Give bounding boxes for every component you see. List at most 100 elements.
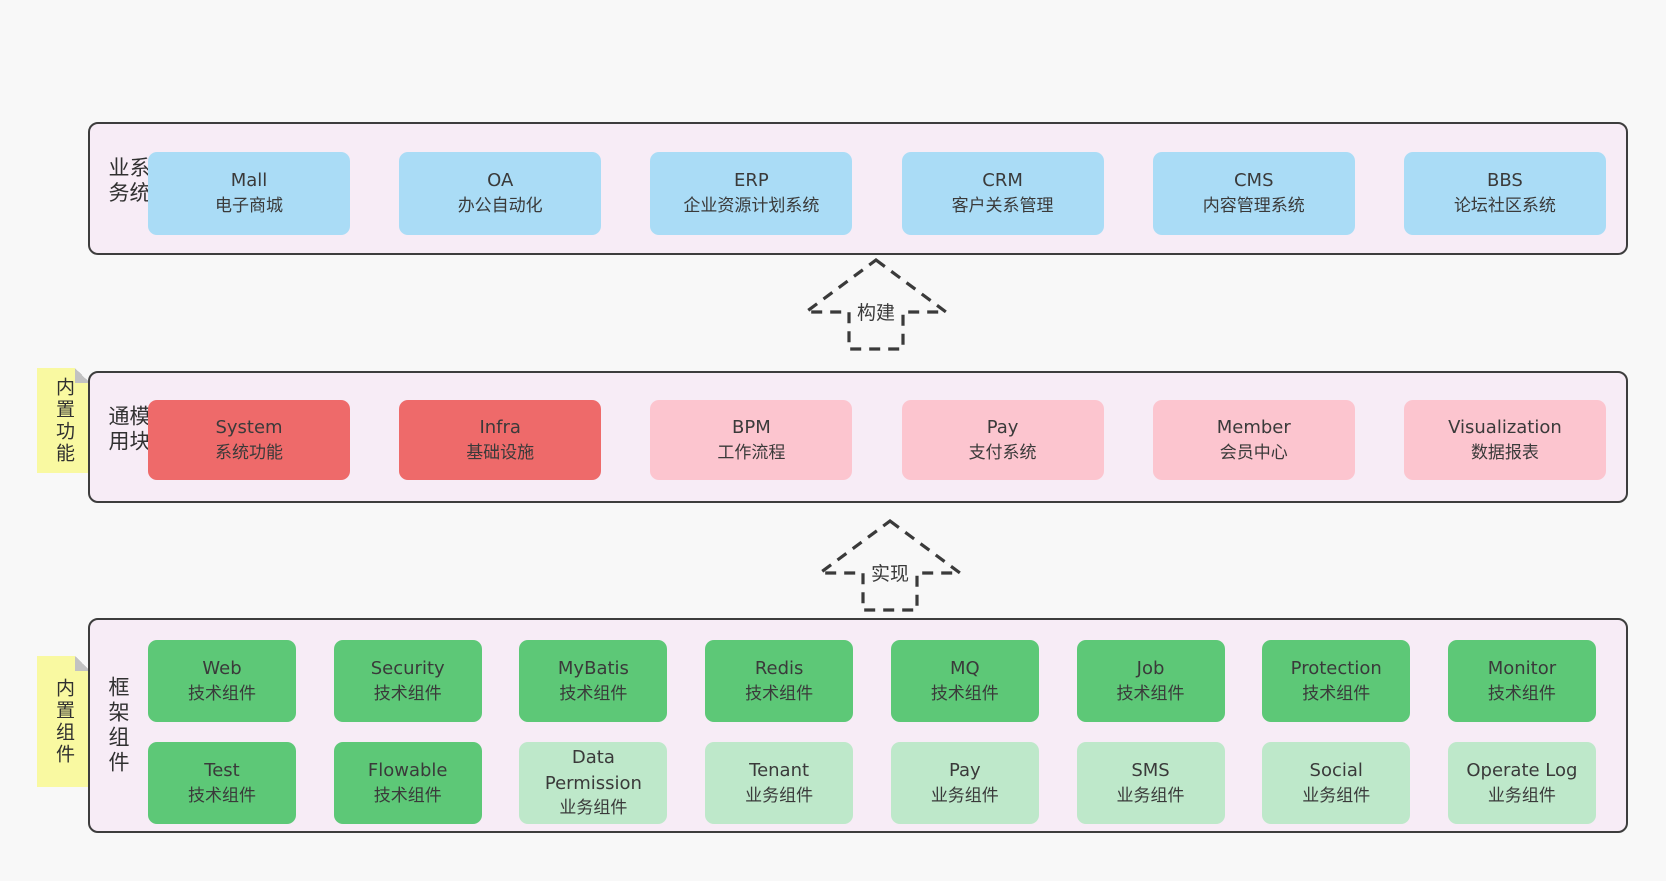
box-tenant: Tenant 业务组件 (705, 742, 854, 824)
box-test: Test 技术组件 (148, 742, 296, 824)
box-pay-module: Pay 支付系统 (901, 400, 1104, 480)
box-title: MQ (949, 658, 980, 680)
arrow-build-label: 构建 (852, 297, 900, 326)
box-title: Monitor (1487, 658, 1557, 680)
box-title: CMS (1233, 170, 1274, 192)
layer-framework-components: 框架组件 Web 技术组件 Security 技术组件 MyBatis 技术组件… (88, 618, 1628, 833)
box-member: Member 会员中心 (1152, 400, 1355, 480)
box-title: MyBatis (557, 658, 629, 680)
sticky-note-label: 内置功能 (53, 376, 75, 465)
layer-common-modules: 通用模块 System 系统功能 Infra 基础设施 BPM 工作流程 Pay… (88, 371, 1628, 503)
box-title: System (215, 416, 283, 438)
box-oa: OA 办公自动化 (399, 152, 602, 235)
layer-label-common-modules: 通用模块 (106, 405, 151, 455)
box-title: Redis (754, 658, 804, 680)
box-subtitle: 内容管理系统 (1202, 196, 1305, 217)
box-infra: Infra 基础设施 (399, 400, 602, 480)
box-job: Job 技术组件 (1076, 640, 1225, 722)
box-subtitle: 数据报表 (1470, 442, 1539, 463)
box-title: Pay (986, 416, 1019, 438)
box-subtitle: 基础设施 (466, 442, 535, 463)
box-title: Member (1216, 416, 1291, 438)
box-cms: CMS 内容管理系统 (1152, 152, 1355, 235)
sticky-note-built-in-components: 内置组件 (37, 656, 90, 787)
framework-components-row-1: Web 技术组件 Security 技术组件 MyBatis 技术组件 Redi… (148, 640, 1596, 722)
box-subtitle: 业务组件 (1487, 785, 1556, 806)
box-subtitle: 业务组件 (559, 798, 628, 819)
box-sms: SMS 业务组件 (1076, 742, 1225, 824)
box-subtitle: 客户关系管理 (951, 196, 1054, 217)
box-subtitle: 电子商城 (215, 196, 283, 217)
box-pay-component: Pay 业务组件 (890, 742, 1039, 824)
layer-label-business-systems: 业务系统 (106, 156, 151, 207)
box-title: Pay (948, 760, 981, 782)
dashed-up-arrow-icon (801, 258, 951, 351)
box-mq: MQ 技术组件 (890, 640, 1039, 722)
arrow-build: 构建 (801, 257, 951, 352)
box-crm: CRM 客户关系管理 (901, 152, 1104, 235)
box-subtitle: 技术组件 (745, 683, 814, 704)
box-title: Visualization (1448, 416, 1562, 438)
box-monitor: Monitor 技术组件 (1447, 640, 1596, 722)
box-mall: Mall 电子商城 (148, 152, 350, 235)
layer-label-framework-components: 框架组件 (106, 675, 130, 776)
box-mybatis: MyBatis 技术组件 (519, 640, 668, 722)
box-subtitle: 企业资源计划系统 (683, 196, 820, 217)
box-subtitle: 业务组件 (745, 785, 814, 806)
box-subtitle: 工作流程 (717, 442, 786, 463)
box-subtitle: 技术组件 (188, 785, 256, 806)
box-title: Web (202, 658, 242, 680)
box-protection: Protection 技术组件 (1262, 640, 1411, 722)
box-subtitle: 技术组件 (1302, 683, 1371, 704)
framework-components-row-2: Test 技术组件 Flowable 技术组件 Data Permission … (148, 742, 1596, 824)
folded-corner-icon (75, 368, 90, 383)
arrow-implement: 实现 (815, 518, 965, 613)
box-subtitle: 技术组件 (188, 683, 256, 704)
layer-business-systems: 业务系统 Mall 电子商城 OA 办公自动化 ERP 企业资源计划系统 CRM… (88, 122, 1628, 255)
box-flowable: Flowable 技术组件 (333, 742, 482, 824)
common-modules-row: System 系统功能 Infra 基础设施 BPM 工作流程 Pay 支付系统… (148, 400, 1606, 480)
box-subtitle: 会员中心 (1219, 442, 1288, 463)
box-subtitle: 论坛社区系统 (1453, 196, 1556, 217)
box-security: Security 技术组件 (333, 640, 482, 722)
folded-corner-icon (75, 656, 90, 671)
box-title: Operate Log (1466, 760, 1578, 782)
box-subtitle: 技术组件 (373, 785, 442, 806)
box-operate-log: Operate Log 业务组件 (1447, 742, 1596, 824)
box-subtitle: 技术组件 (559, 683, 628, 704)
box-social: Social 业务组件 (1262, 742, 1411, 824)
sticky-note-built-in-features: 内置功能 (37, 368, 90, 473)
box-title: Job (1136, 658, 1165, 680)
box-subtitle: 办公自动化 (457, 196, 543, 217)
box-title: BPM (732, 416, 771, 438)
box-title: Mall (230, 170, 268, 192)
box-title: Test (204, 760, 240, 782)
box-subtitle: 业务组件 (1302, 785, 1371, 806)
box-title: Security (370, 658, 445, 680)
box-data-permission: Data Permission 业务组件 (519, 742, 668, 824)
dashed-up-arrow-icon (815, 519, 965, 612)
box-subtitle: 系统功能 (215, 442, 283, 463)
box-subtitle: 技术组件 (1116, 683, 1185, 704)
box-title: ERP (734, 170, 769, 192)
box-title: BBS (1487, 170, 1523, 192)
arrow-implement-label: 实现 (866, 558, 914, 587)
box-subtitle: 技术组件 (373, 683, 442, 704)
box-bbs: BBS 论坛社区系统 (1403, 152, 1606, 235)
box-redis: Redis 技术组件 (705, 640, 854, 722)
box-subtitle: 技术组件 (1487, 683, 1556, 704)
box-subtitle: 技术组件 (930, 683, 999, 704)
box-web: Web 技术组件 (148, 640, 296, 722)
box-title: Data Permission (544, 747, 642, 794)
box-title: OA (487, 170, 514, 192)
box-bpm: BPM 工作流程 (650, 400, 853, 480)
box-system: System 系统功能 (148, 400, 350, 480)
box-title: Social (1309, 760, 1363, 782)
box-subtitle: 业务组件 (930, 785, 999, 806)
box-title: CRM (982, 170, 1023, 192)
box-title: Infra (479, 416, 521, 438)
box-subtitle: 业务组件 (1116, 785, 1185, 806)
box-subtitle: 支付系统 (968, 442, 1037, 463)
box-title: Tenant (749, 760, 810, 782)
